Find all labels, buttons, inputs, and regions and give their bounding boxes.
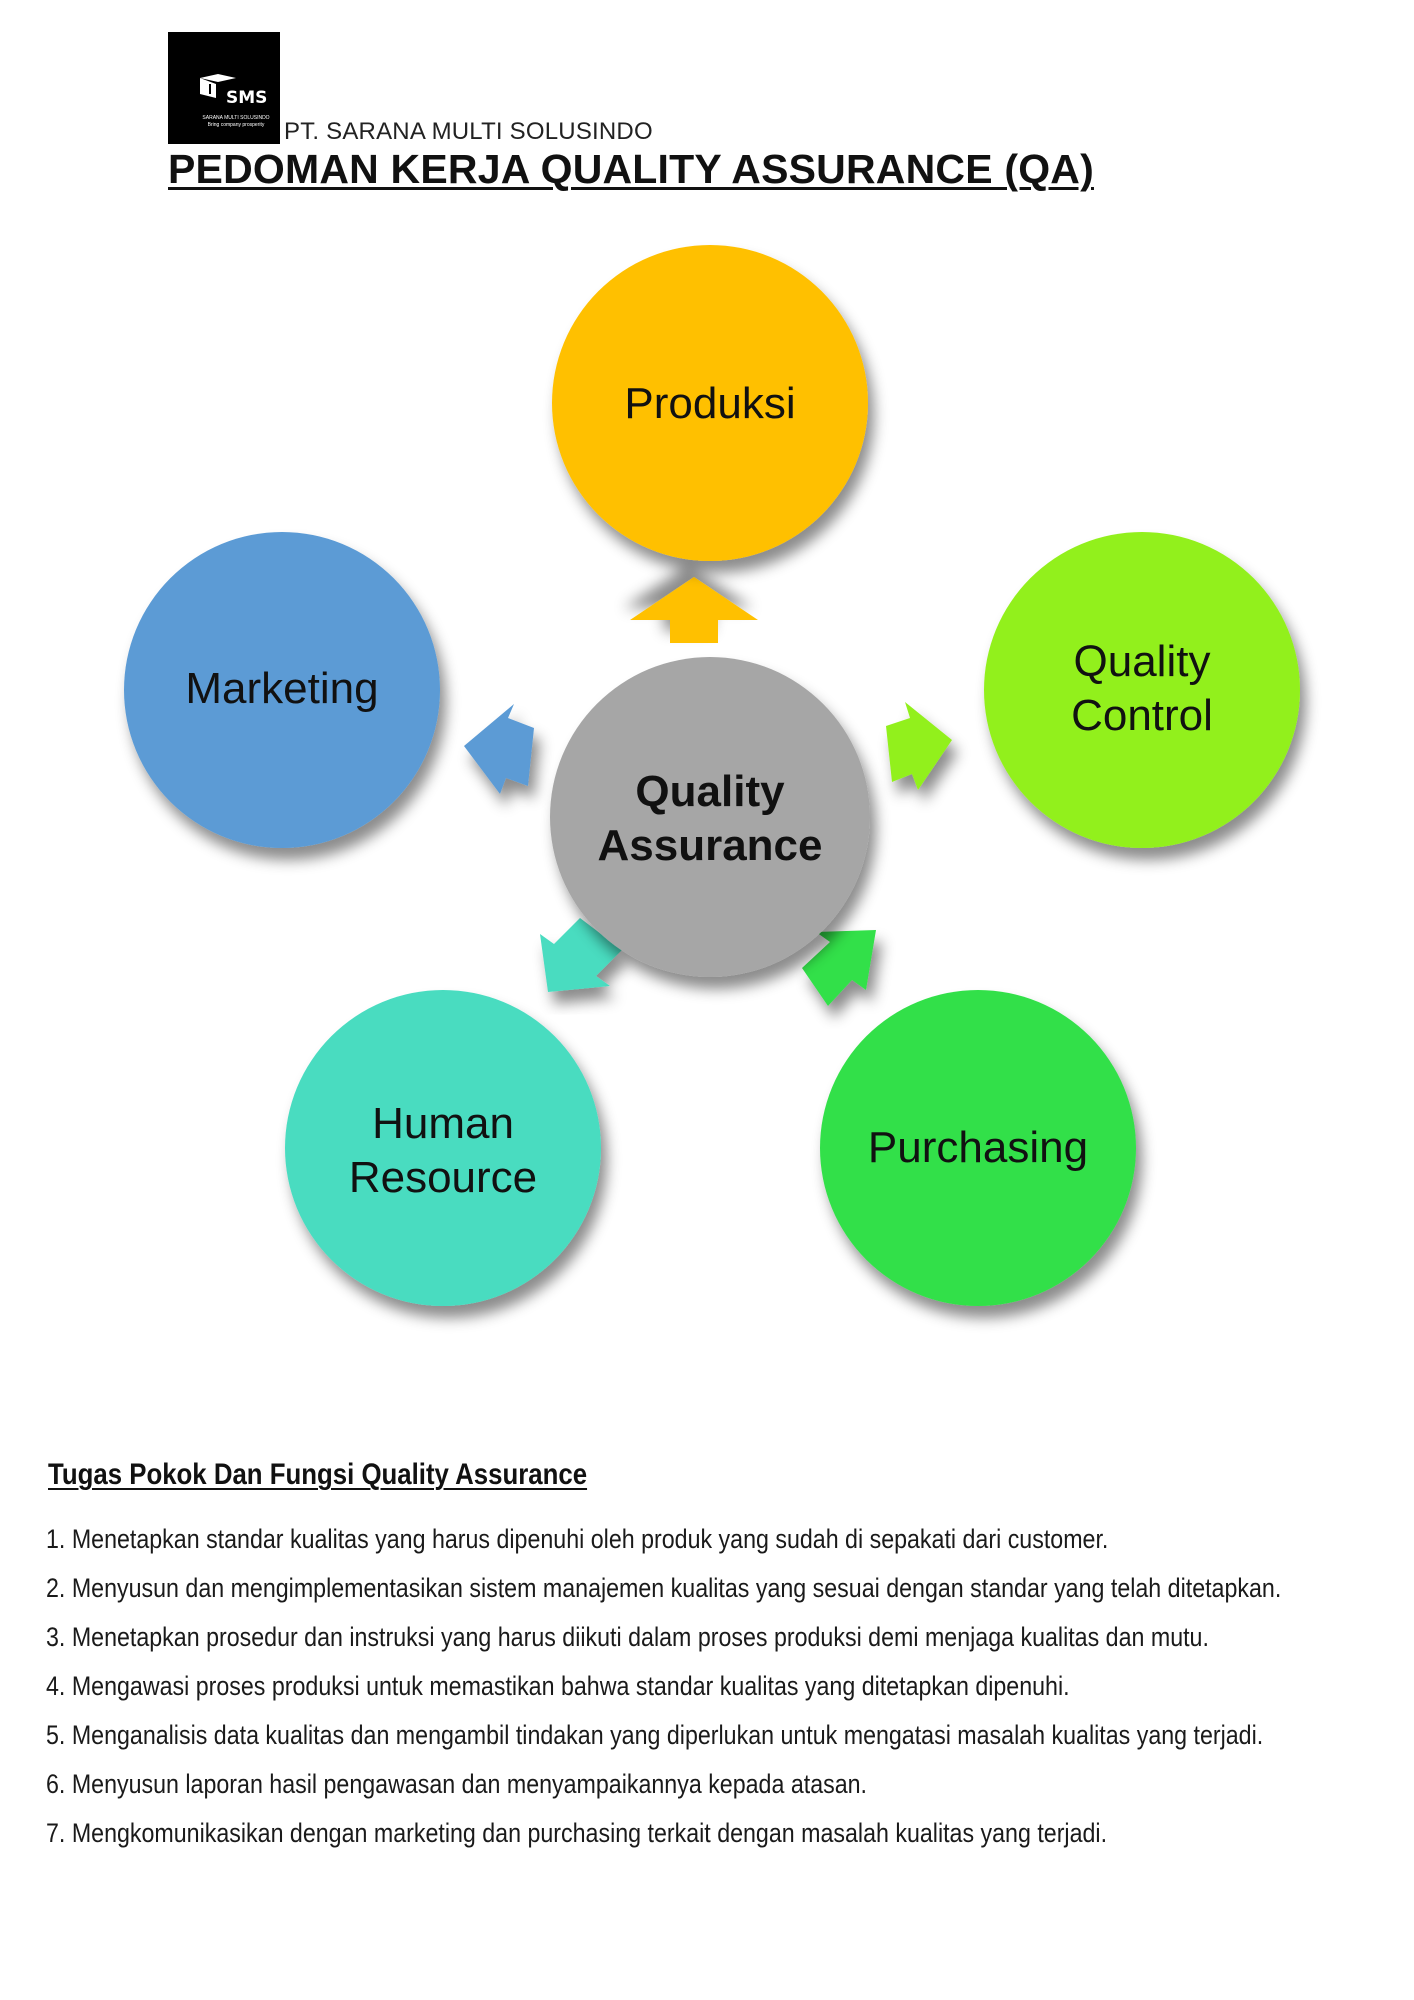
arrow-hr-shape bbox=[540, 918, 622, 992]
node-hr-circle bbox=[285, 990, 601, 1306]
logo-company-line: SARANA MULTI SOLUSINDO bbox=[202, 115, 270, 121]
node-purchasing: Purchasing bbox=[820, 990, 1136, 1306]
arrow-to-marketing bbox=[464, 704, 534, 794]
node-qc-label-1: Quality bbox=[1074, 637, 1211, 686]
node-produksi-circle bbox=[552, 245, 868, 561]
node-qa-circle bbox=[550, 657, 870, 977]
node-qa-label-2: Assurance bbox=[597, 821, 822, 870]
task-list: 1. Menetapkan standar kualitas yang haru… bbox=[46, 1515, 1388, 1858]
list-item: 2. Menyusun dan mengimplementasikan sist… bbox=[46, 1573, 1282, 1603]
section-heading: Tugas Pokok Dan Fungsi Quality Assurance bbox=[48, 1458, 588, 1491]
logo-subtext: SARANA MULTI SOLUSINDO Bring company pro… bbox=[198, 115, 274, 129]
company-logo: SMS SARANA MULTI SOLUSINDO Bring company… bbox=[168, 32, 280, 144]
node-hr-label-2: Resource bbox=[349, 1153, 537, 1202]
logo-tagline: Bring company prosperity bbox=[207, 122, 265, 128]
node-hr-label-1: Human bbox=[372, 1099, 514, 1148]
arrow-to-purchasing bbox=[802, 930, 876, 1006]
node-human-resource: Human Resource bbox=[285, 990, 601, 1306]
arrow-purchasing-shape bbox=[802, 930, 876, 1006]
node-purchasing-circle bbox=[820, 990, 1136, 1306]
node-purchasing-label: Purchasing bbox=[868, 1123, 1088, 1172]
node-marketing: Marketing bbox=[124, 532, 440, 848]
list-item: 3. Menetapkan prosedur dan instruksi yan… bbox=[46, 1622, 1209, 1652]
node-marketing-label: Marketing bbox=[185, 664, 378, 713]
node-produksi-label: Produksi bbox=[624, 379, 795, 428]
arrow-to-human-resource bbox=[540, 918, 622, 992]
company-name: PT. SARANA MULTI SOLUSINDO bbox=[284, 118, 653, 145]
arrow-to-quality-control bbox=[886, 702, 952, 790]
node-marketing-circle bbox=[124, 532, 440, 848]
list-item: 1. Menetapkan standar kualitas yang haru… bbox=[46, 1524, 1109, 1554]
list-item: 5. Menganalisis data kualitas dan mengam… bbox=[46, 1720, 1264, 1750]
list-item: 7. Mengkomunikasikan dengan marketing da… bbox=[46, 1818, 1108, 1848]
arrow-produksi-shape bbox=[630, 577, 758, 643]
node-quality-control: Quality Control bbox=[984, 532, 1300, 848]
node-qc-label-2: Control bbox=[1071, 691, 1213, 740]
qa-relationship-diagram: Produksi Quality Control Purchasing Huma… bbox=[124, 245, 1300, 1306]
arrow-qc-shape bbox=[886, 702, 952, 790]
node-qa-label-1: Quality bbox=[635, 767, 785, 816]
list-item: 4. Mengawasi proses produksi untuk memas… bbox=[46, 1671, 1070, 1701]
node-produksi: Produksi bbox=[552, 245, 868, 561]
arrow-marketing-shape bbox=[464, 704, 534, 794]
logo-text: SMS bbox=[226, 88, 268, 108]
node-quality-assurance: Quality Assurance bbox=[550, 657, 870, 977]
page-title: PEDOMAN KERJA QUALITY ASSURANCE (QA) bbox=[168, 146, 1094, 192]
box-logo-icon bbox=[200, 74, 236, 98]
list-item: 6. Menyusun laporan hasil pengawasan dan… bbox=[46, 1769, 868, 1799]
node-qc-circle bbox=[984, 532, 1300, 848]
arrow-to-produksi bbox=[630, 577, 758, 643]
